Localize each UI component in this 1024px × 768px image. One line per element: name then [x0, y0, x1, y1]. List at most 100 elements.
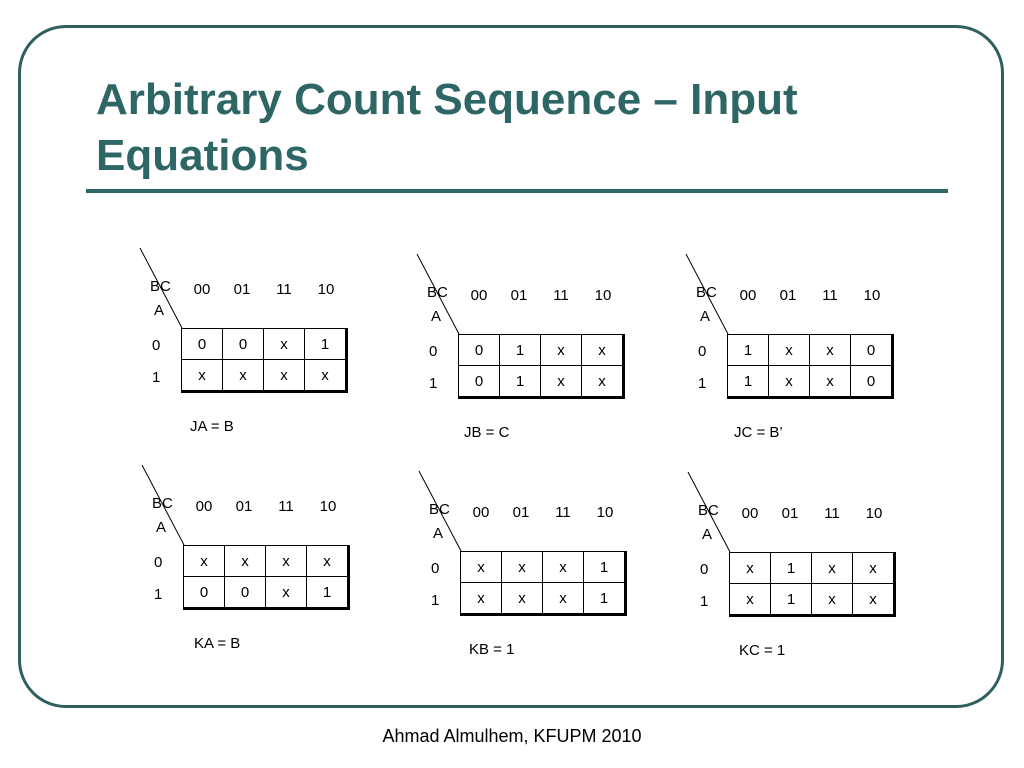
kmap-cell: 1	[499, 334, 541, 366]
kmap-row-header: 1	[698, 375, 707, 392]
kmap-row-variable: A	[433, 525, 444, 542]
kmap-equation: KC = 1	[739, 642, 786, 659]
kmap-cell: x	[181, 359, 223, 392]
kmap-cell: 1	[727, 334, 769, 366]
kmap-row-variable: A	[702, 526, 713, 543]
kmap-row-variable: A	[156, 519, 167, 536]
kmap-cell: x	[460, 551, 502, 583]
kmap-cell: 1	[499, 365, 541, 398]
kmap-column-header: 00	[472, 504, 490, 521]
kmap-cell: x	[501, 551, 543, 583]
kmap-column-header: 11	[278, 498, 294, 515]
kmap-cell: 1	[770, 583, 812, 616]
kmap-cell: x	[501, 582, 543, 615]
kmap-column-header: 01	[781, 505, 799, 522]
kmap-column-variables: BC	[427, 284, 448, 301]
kmap-equation: KA = B	[194, 635, 241, 652]
kmap-cell: x	[768, 365, 810, 398]
kmap-corner-diagonal	[416, 253, 460, 335]
kmap-cell: x	[581, 334, 624, 366]
kmap-cell: x	[729, 552, 771, 584]
kmap-cell: 0	[222, 328, 264, 360]
kmap-corner-diagonal	[141, 464, 185, 546]
kmap-cell: 0	[458, 334, 500, 366]
kmap-column-variables: BC	[698, 502, 719, 519]
kmap-column-header: 00	[739, 287, 757, 304]
kmap-cell: x	[729, 583, 771, 616]
kmap-column-header: 10	[865, 505, 883, 522]
kmap-cell: 0	[850, 365, 893, 398]
kmap-cell: 1	[304, 328, 347, 360]
kmap-column-variables: BC	[429, 501, 450, 518]
kmap-cell: 1	[727, 365, 769, 398]
kmap-cell: x	[540, 334, 582, 366]
kmap-row-header: 1	[431, 592, 440, 609]
kmap-cell: 1	[770, 552, 812, 584]
kmap-row-header: 1	[154, 586, 163, 603]
kmap-cell: x	[183, 545, 225, 577]
kmap-column-header: 10	[317, 281, 335, 298]
kmap-cell: x	[811, 583, 853, 616]
kmap-equation: JB = C	[464, 424, 510, 441]
kmap-corner-diagonal	[685, 253, 729, 335]
kmap-cell: x	[460, 582, 502, 615]
kmap-cell: x	[542, 582, 584, 615]
kmap-cell: x	[224, 545, 266, 577]
kmap-cell: 0	[183, 576, 225, 609]
kmap-row-variable: A	[700, 308, 711, 325]
kmap-cell: 0	[850, 334, 893, 366]
kmap-cell: x	[265, 545, 307, 577]
kmap-corner-diagonal	[418, 470, 462, 552]
kmap-row-variable: A	[154, 302, 165, 319]
kmap-column-header: 11	[553, 287, 569, 304]
kmap-column-header: 11	[824, 505, 840, 522]
kmap-cell: 0	[224, 576, 266, 609]
kmap-row-header: 1	[429, 375, 438, 392]
kmap-equation: KB = 1	[469, 641, 515, 658]
kmap-column-header: 01	[779, 287, 797, 304]
kmap-column-header: 01	[235, 498, 253, 515]
kmap-column-header: 11	[555, 504, 571, 521]
kmap-column-header: 10	[319, 498, 337, 515]
kmap-row-header: 0	[698, 343, 707, 360]
kmap-cell: 1	[306, 576, 349, 609]
kmap-column-header: 01	[233, 281, 251, 298]
kmap-cell: x	[768, 334, 810, 366]
kmap-cell: x	[542, 551, 584, 583]
kmap-cell: x	[852, 552, 895, 584]
kmap-cell: x	[540, 365, 582, 398]
kmap-cell: x	[852, 583, 895, 616]
kmap-row-header: 1	[700, 593, 709, 610]
kmap-cell: x	[263, 328, 305, 360]
kmap-column-variables: BC	[696, 284, 717, 301]
kmap-column-header: 00	[193, 281, 211, 298]
slide-frame	[18, 25, 1004, 708]
title-underline	[86, 189, 948, 193]
kmap-cell: 1	[583, 551, 626, 583]
kmap-cell: x	[222, 359, 264, 392]
kmap-column-header: 01	[512, 504, 530, 521]
kmap-column-header: 11	[276, 281, 292, 298]
kmap-cell: 1	[583, 582, 626, 615]
kmap-row-header: 0	[152, 337, 161, 354]
kmap-row-header: 0	[429, 343, 438, 360]
